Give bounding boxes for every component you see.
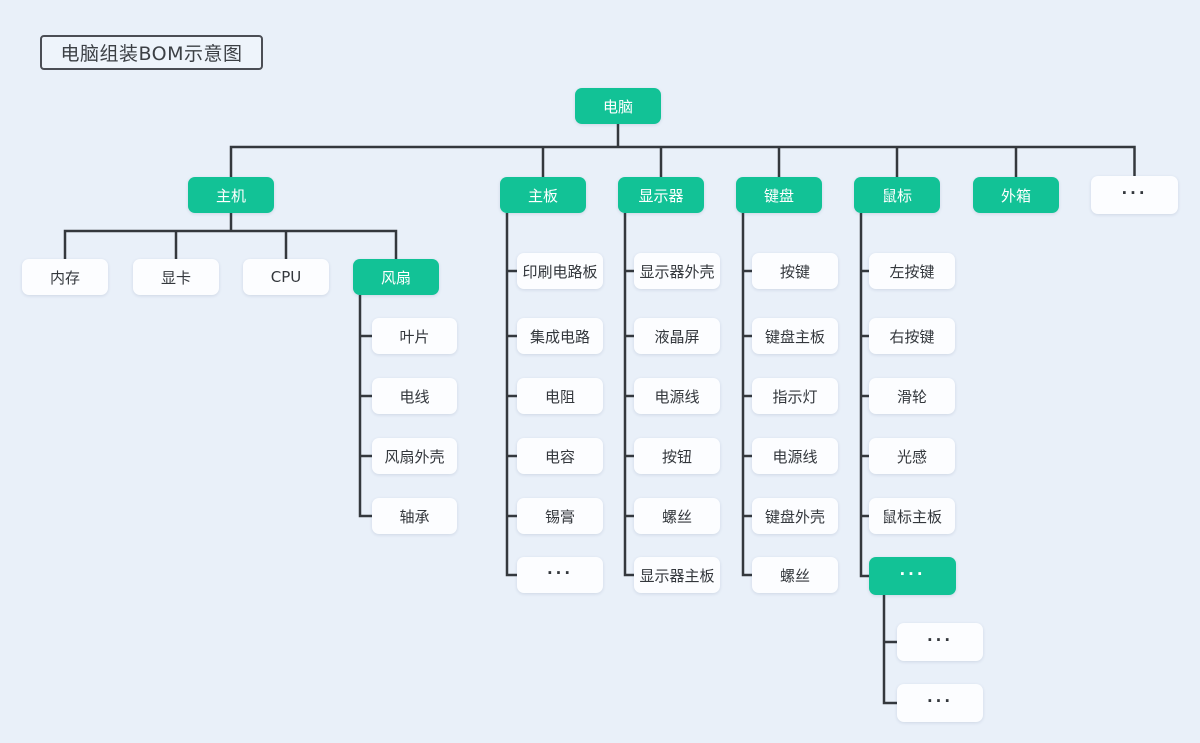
node-label: 主机 bbox=[215, 186, 246, 205]
node-anjian[interactable]: 按键 bbox=[752, 253, 838, 289]
node-label: 显示器主板 bbox=[639, 566, 715, 585]
node-label: 主板 bbox=[527, 186, 558, 205]
node-anniu[interactable]: 按钮 bbox=[634, 438, 720, 474]
node-yepian[interactable]: 叶片 bbox=[372, 318, 457, 354]
node-waixiang[interactable]: 外箱 bbox=[973, 177, 1059, 213]
node-label: 风扇 bbox=[380, 268, 411, 287]
node-label: 印刷电路板 bbox=[522, 262, 598, 281]
node-label: 风扇外壳 bbox=[384, 447, 445, 466]
node-jp-waike[interactable]: 键盘外壳 bbox=[752, 498, 838, 534]
node-label: 右按键 bbox=[889, 327, 935, 346]
node-jicheng-dianlu[interactable]: 集成电路 bbox=[517, 318, 603, 354]
node-label: 键盘 bbox=[763, 186, 794, 205]
node-yejingping[interactable]: 液晶屏 bbox=[634, 318, 720, 354]
node-label: 电源线 bbox=[772, 447, 818, 466]
node-fengshan[interactable]: 风扇 bbox=[353, 259, 439, 295]
node-dianzu[interactable]: 电阻 bbox=[517, 378, 603, 414]
node-label: ··· bbox=[899, 565, 926, 583]
node-zhuban[interactable]: 主板 bbox=[500, 177, 586, 213]
node-neicun[interactable]: 内存 bbox=[22, 259, 108, 295]
node-label: 鼠标主板 bbox=[881, 507, 942, 526]
node-label: 光感 bbox=[896, 447, 927, 466]
node-sb-zhuban[interactable]: 鼠标主板 bbox=[869, 498, 955, 534]
node-root[interactable]: 电脑 bbox=[575, 88, 661, 124]
node-xsq-dianyuanxian[interactable]: 电源线 bbox=[634, 378, 720, 414]
node-zhuban-more[interactable]: ··· bbox=[517, 557, 603, 593]
node-zhuji[interactable]: 主机 bbox=[188, 177, 274, 213]
node-sb-more[interactable]: ··· bbox=[869, 557, 956, 595]
node-label: 电脑 bbox=[602, 97, 633, 116]
node-label: 螺丝 bbox=[661, 507, 692, 526]
node-jp-zhuban[interactable]: 键盘主板 bbox=[752, 318, 838, 354]
node-xsq-zhuban[interactable]: 显示器主板 bbox=[634, 557, 720, 593]
node-zhishideng[interactable]: 指示灯 bbox=[752, 378, 838, 414]
node-label: 按键 bbox=[779, 262, 810, 281]
node-label: 滑轮 bbox=[896, 387, 927, 406]
diagram-title-box: 电脑组装BOM示意图 bbox=[40, 35, 263, 70]
node-youanjian[interactable]: 右按键 bbox=[869, 318, 955, 354]
node-dianrong[interactable]: 电容 bbox=[517, 438, 603, 474]
node-pcb[interactable]: 印刷电路板 bbox=[517, 253, 603, 289]
node-xigao[interactable]: 锡膏 bbox=[517, 498, 603, 534]
node-label: 鼠标 bbox=[881, 186, 912, 205]
node-fengshan-waike[interactable]: 风扇外壳 bbox=[372, 438, 457, 474]
node-jp-luosi[interactable]: 螺丝 bbox=[752, 557, 838, 593]
node-label: 集成电路 bbox=[529, 327, 590, 346]
node-label: 电阻 bbox=[544, 387, 575, 406]
node-label: 显示器外壳 bbox=[639, 262, 715, 281]
node-label: 螺丝 bbox=[779, 566, 810, 585]
node-jp-dianyuanxian[interactable]: 电源线 bbox=[752, 438, 838, 474]
node-label: 键盘外壳 bbox=[764, 507, 825, 526]
node-label: 按钮 bbox=[661, 447, 692, 466]
node-label: 指示灯 bbox=[772, 387, 818, 406]
node-label: 左按键 bbox=[889, 262, 935, 281]
connector-path bbox=[63, 124, 1136, 705]
diagram-title: 电脑组装BOM示意图 bbox=[60, 43, 243, 65]
node-label: 叶片 bbox=[399, 327, 430, 346]
node-cpu[interactable]: CPU bbox=[243, 259, 329, 295]
node-guanggan[interactable]: 光感 bbox=[869, 438, 955, 474]
node-more-a[interactable]: ··· bbox=[897, 623, 983, 661]
node-label: CPU bbox=[270, 268, 302, 286]
node-label: 显示器 bbox=[638, 186, 684, 205]
node-label: 电线 bbox=[399, 387, 430, 406]
node-label: ··· bbox=[926, 692, 954, 710]
node-xsq-luosi[interactable]: 螺丝 bbox=[634, 498, 720, 534]
node-shubiao[interactable]: 鼠标 bbox=[854, 177, 940, 213]
node-label: 锡膏 bbox=[544, 507, 575, 526]
node-more-top[interactable]: ··· bbox=[1091, 176, 1178, 214]
node-hualun[interactable]: 滑轮 bbox=[869, 378, 955, 414]
node-xianshiqi[interactable]: 显示器 bbox=[618, 177, 704, 213]
node-label: 外箱 bbox=[1000, 186, 1031, 205]
node-zhoucheng[interactable]: 轴承 bbox=[372, 498, 457, 534]
node-dianxian[interactable]: 电线 bbox=[372, 378, 457, 414]
node-label: 轴承 bbox=[399, 507, 430, 526]
node-xianka[interactable]: 显卡 bbox=[133, 259, 219, 295]
node-label: 液晶屏 bbox=[654, 327, 700, 346]
node-label: 内存 bbox=[49, 268, 80, 287]
node-label: ··· bbox=[546, 564, 574, 582]
node-label: ··· bbox=[1121, 184, 1148, 202]
node-jianpan[interactable]: 键盘 bbox=[736, 177, 822, 213]
node-label: 电容 bbox=[544, 447, 575, 466]
node-zuoanjian[interactable]: 左按键 bbox=[869, 253, 955, 289]
node-label: 键盘主板 bbox=[764, 327, 825, 346]
node-xsq-waike[interactable]: 显示器外壳 bbox=[634, 253, 720, 289]
node-more-b[interactable]: ··· bbox=[897, 684, 983, 722]
node-label: 电源线 bbox=[654, 387, 700, 406]
node-label: 显卡 bbox=[160, 268, 191, 287]
node-label: ··· bbox=[926, 631, 954, 649]
